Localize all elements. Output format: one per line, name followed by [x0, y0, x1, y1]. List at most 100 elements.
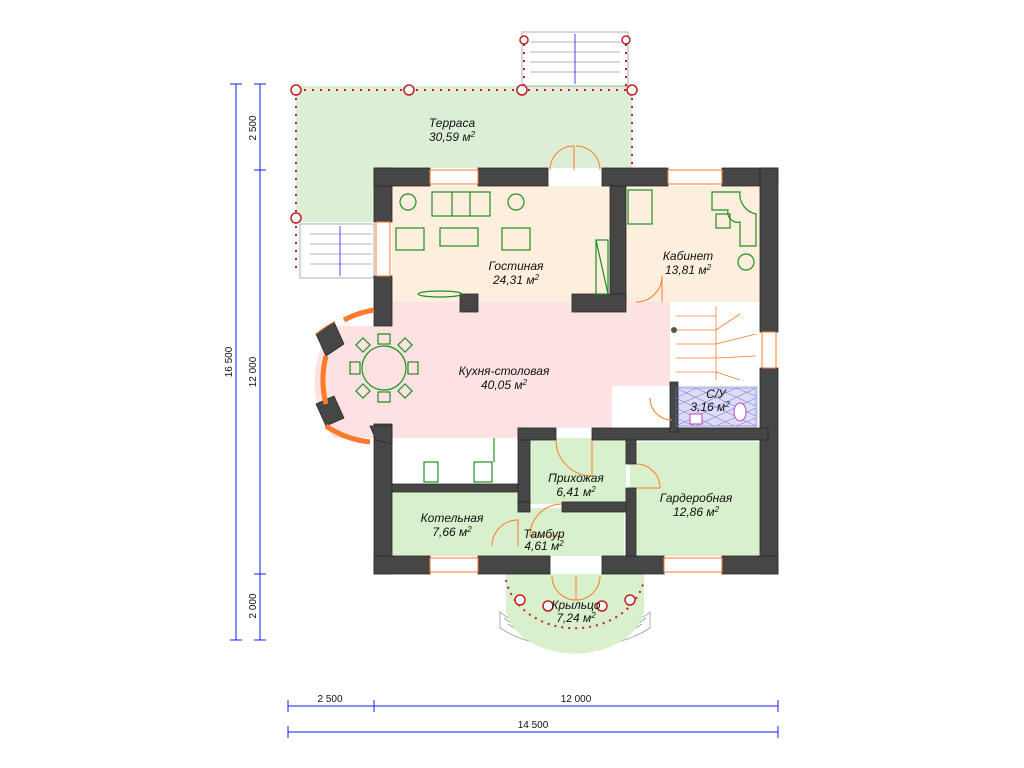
hall-floor	[524, 438, 626, 504]
wc-name: С/У	[706, 387, 727, 401]
chair-icon	[715, 213, 731, 229]
wc: С/У 3,16 м2	[675, 387, 757, 427]
terrace: Терраса 30,59 м2	[290, 31, 638, 279]
svg-text:13,81 м2: 13,81 м2	[665, 263, 712, 277]
post-icon	[542, 600, 554, 612]
boiler-area-sup: 2	[466, 525, 472, 534]
post-icon	[624, 594, 636, 606]
living-area-sup: 2	[534, 273, 540, 282]
porch-name: Крыльцо	[551, 598, 601, 612]
window	[429, 557, 479, 573]
vestibule-name: Тамбур	[523, 527, 564, 541]
svg-text:7,66 м2: 7,66 м2	[432, 525, 472, 539]
study: Кабинет 13,81 м2	[627, 189, 757, 277]
door-swing	[549, 145, 575, 171]
chair-icon	[377, 391, 391, 403]
svg-text:12,86 м2: 12,86 м2	[673, 505, 720, 519]
hall-area-sup: 2	[590, 485, 596, 494]
svg-text:24,31 м2: 24,31 м2	[492, 273, 540, 287]
study-area-sup: 2	[706, 263, 712, 272]
wardrobe-name: Гардеробная	[660, 491, 733, 505]
wardrobe-floor	[630, 442, 760, 556]
dim-total-width: 14 500	[518, 720, 549, 731]
terrace-name: Терраса	[429, 116, 476, 130]
dimension-lines: 16 500 2 500 12 000 2 000 2 500 12 000 1…	[224, 83, 779, 738]
living-room-floor	[392, 186, 618, 302]
post-icon	[514, 594, 526, 606]
hall-name: Прихожая	[548, 471, 604, 485]
porch-area: 7,24 м	[556, 611, 591, 625]
porch: Крыльцо 7,24 м2	[499, 574, 651, 654]
window	[429, 169, 479, 185]
plant-icon	[737, 253, 755, 271]
post-icon	[403, 84, 415, 96]
svg-text:40,05 м2: 40,05 м2	[481, 378, 528, 392]
svg-text:30,59 м2: 30,59 м2	[429, 130, 476, 144]
chair-icon	[377, 333, 391, 345]
post-icon	[516, 84, 528, 96]
dim-house-width: 12 000	[561, 694, 592, 705]
window	[667, 169, 723, 185]
dim-terrace-depth: 2 500	[248, 115, 259, 140]
dim-porch-depth: 2 000	[248, 593, 259, 618]
coffee-table-icon	[439, 227, 479, 247]
dim-total-height: 16 500	[224, 346, 235, 377]
armchair-icon	[395, 227, 425, 251]
windows	[315, 169, 777, 573]
sink-icon	[423, 461, 439, 483]
staircase	[671, 306, 757, 381]
cabinet-icon	[595, 239, 609, 295]
boiler-name: Котельная	[421, 511, 484, 525]
window	[663, 557, 723, 573]
stove-icon	[473, 461, 493, 483]
terrace-area: 30,59 м	[429, 130, 471, 144]
wardrobe-area-sup: 2	[714, 505, 720, 514]
svg-text:4,61 м2: 4,61 м2	[524, 539, 564, 553]
post-icon	[596, 600, 608, 612]
sink-icon	[689, 413, 703, 425]
terrace-side-stairs	[299, 223, 375, 279]
wc-area: 3,16 м	[690, 400, 725, 414]
kitchen-counter-zone	[392, 462, 518, 484]
plant-icon	[507, 193, 525, 211]
armchair-icon	[501, 227, 531, 251]
study-name: Кабинет	[663, 249, 713, 263]
stair-floor	[670, 304, 760, 382]
svg-text:3,16 м2: 3,16 м2	[690, 400, 730, 414]
window	[761, 331, 777, 369]
kitchen-area-sup: 2	[522, 378, 528, 387]
post-icon	[290, 212, 302, 224]
vestibule-area-sup: 2	[558, 539, 564, 548]
vestibule-area: 4,61 м	[524, 539, 559, 553]
window	[375, 221, 391, 277]
study-floor	[626, 186, 760, 302]
chair-icon	[349, 361, 361, 375]
sofa-icon	[431, 191, 491, 217]
kitchen-area: 40,05 м	[481, 378, 523, 392]
chair-icon	[407, 361, 419, 375]
post-icon	[626, 84, 638, 96]
kitchen-floor	[392, 302, 670, 438]
plant-icon	[399, 193, 417, 211]
wc-area-sup: 2	[724, 400, 730, 409]
terrace-area-sup: 2	[470, 130, 476, 139]
dim-house-depth: 12 000	[248, 356, 259, 387]
vestibule-floor	[490, 508, 624, 556]
living-area: 24,31 м	[492, 273, 535, 287]
dim-terrace-width: 2 500	[317, 694, 342, 705]
dining-table-icon	[361, 345, 407, 391]
living-name: Гостиная	[489, 259, 544, 273]
rug-icon	[417, 290, 463, 298]
wardrobe-area: 12,86 м	[673, 505, 715, 519]
porch-area-sup: 2	[590, 611, 596, 620]
living-furniture: Гостиная 24,31 м2	[395, 191, 609, 298]
toilet-icon	[733, 402, 747, 422]
doors	[491, 145, 673, 601]
post-icon	[290, 84, 302, 96]
svg-text:6,41 м2: 6,41 м2	[556, 485, 596, 499]
boiler-area: 7,66 м	[432, 525, 467, 539]
study-area: 13,81 м	[665, 263, 707, 277]
hall-area: 6,41 м	[556, 485, 591, 499]
kitchen-name: Кухня-столовая	[459, 364, 550, 378]
